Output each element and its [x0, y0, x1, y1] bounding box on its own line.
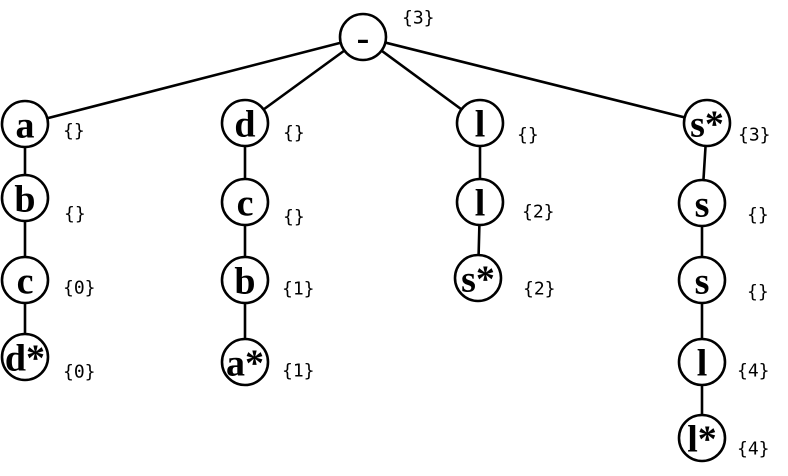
trie-node-b2: b {1}	[220, 255, 315, 305]
trie-node-c2: c {}	[220, 177, 305, 228]
node-circle-c1	[0, 255, 50, 305]
node-label-s-star-3: s*	[461, 259, 495, 301]
node-annotation-l3b: {2}	[522, 202, 555, 223]
node-circle-b2	[220, 255, 270, 305]
node-label-s4a: s	[695, 184, 710, 226]
node-annotation-root: {3}	[402, 8, 435, 29]
node-label-l3a: l	[475, 104, 486, 146]
node-annotation-s4a: {}	[747, 205, 769, 226]
node-annotation-s4b: {}	[747, 282, 769, 303]
trie-node-d-star: d* {0}	[0, 332, 96, 383]
trie-node-a1: a {}	[0, 99, 85, 149]
node-label-l-star: l*	[687, 419, 717, 461]
node-label-s-star-4: s*	[690, 104, 724, 146]
node-annotation-l3a: {}	[517, 125, 539, 146]
node-label-d-star: d*	[5, 338, 45, 380]
node-circle-d2	[220, 98, 270, 148]
trie-node-l3a: l {}	[455, 98, 539, 148]
node-circle-s-star-4	[682, 98, 732, 148]
node-circle-b1	[0, 173, 50, 223]
node-label-root: -	[357, 18, 370, 60]
trie-node-l4: l {4}	[677, 337, 770, 387]
node-annotation-l4: {4}	[737, 361, 770, 382]
node-label-a1: a	[16, 105, 35, 147]
edge-root-d2	[243, 35, 365, 125]
node-circle-s4a	[677, 178, 727, 228]
node-circle-d-star	[0, 332, 50, 382]
node-label-l4: l	[697, 343, 708, 385]
node-label-b2: b	[234, 261, 255, 303]
trie-node-l3b: l {2}	[455, 177, 555, 227]
node-label-a-star: a*	[226, 343, 264, 385]
trie-node-s4a: s {}	[677, 178, 769, 228]
node-annotation-s-star-3: {2}	[523, 279, 556, 300]
node-label-c2: c	[237, 183, 254, 225]
trie-node-d2: d {}	[220, 98, 305, 148]
node-circle-root	[338, 12, 388, 62]
node-circle-l-star	[677, 413, 727, 463]
trie-node-s4b: s {}	[677, 255, 769, 305]
trie-node-b1: b {}	[0, 173, 86, 225]
node-label-l3b: l	[475, 183, 486, 225]
node-annotation-d2: {}	[283, 123, 305, 144]
node-annotation-a1: {}	[63, 121, 85, 142]
node-circle-a1	[0, 99, 50, 149]
trie-node-s-star-3: s* {2}	[453, 253, 556, 303]
node-annotation-l-star: {4}	[737, 439, 770, 460]
node-circle-l4	[677, 337, 727, 387]
node-label-c1: c	[17, 261, 34, 303]
node-circle-c2	[220, 177, 270, 227]
node-annotation-c2: {}	[283, 207, 305, 228]
node-annotation-s-star-4: {3}	[738, 125, 771, 146]
trie-node-l-star: l* {4}	[677, 413, 770, 463]
node-circle-s4b	[677, 255, 727, 305]
edge-root-a1	[23, 35, 365, 126]
node-circle-s-star-3	[453, 253, 503, 303]
node-label-s4b: s	[695, 261, 710, 303]
edge-root-s-star-4	[361, 35, 709, 125]
node-circle-a-star	[220, 337, 270, 387]
node-circle-l3a	[455, 98, 505, 148]
node-annotation-a-star: {1}	[282, 361, 315, 382]
node-annotation-b1: {}	[64, 204, 86, 225]
node-label-d2: d	[234, 104, 255, 146]
node-annotation-d-star: {0}	[63, 362, 96, 383]
node-annotation-b2: {1}	[282, 279, 315, 300]
trie-node-c1: c {0}	[0, 255, 96, 305]
node-annotation-c1: {0}	[63, 278, 96, 299]
trie-node-a-star: a* {1}	[220, 337, 315, 387]
node-label-b1: b	[14, 179, 35, 221]
trie-node-s-star-4: s* {3}	[682, 98, 771, 148]
trie-node-root: - {3}	[338, 8, 435, 62]
node-circle-l3b	[455, 177, 505, 227]
